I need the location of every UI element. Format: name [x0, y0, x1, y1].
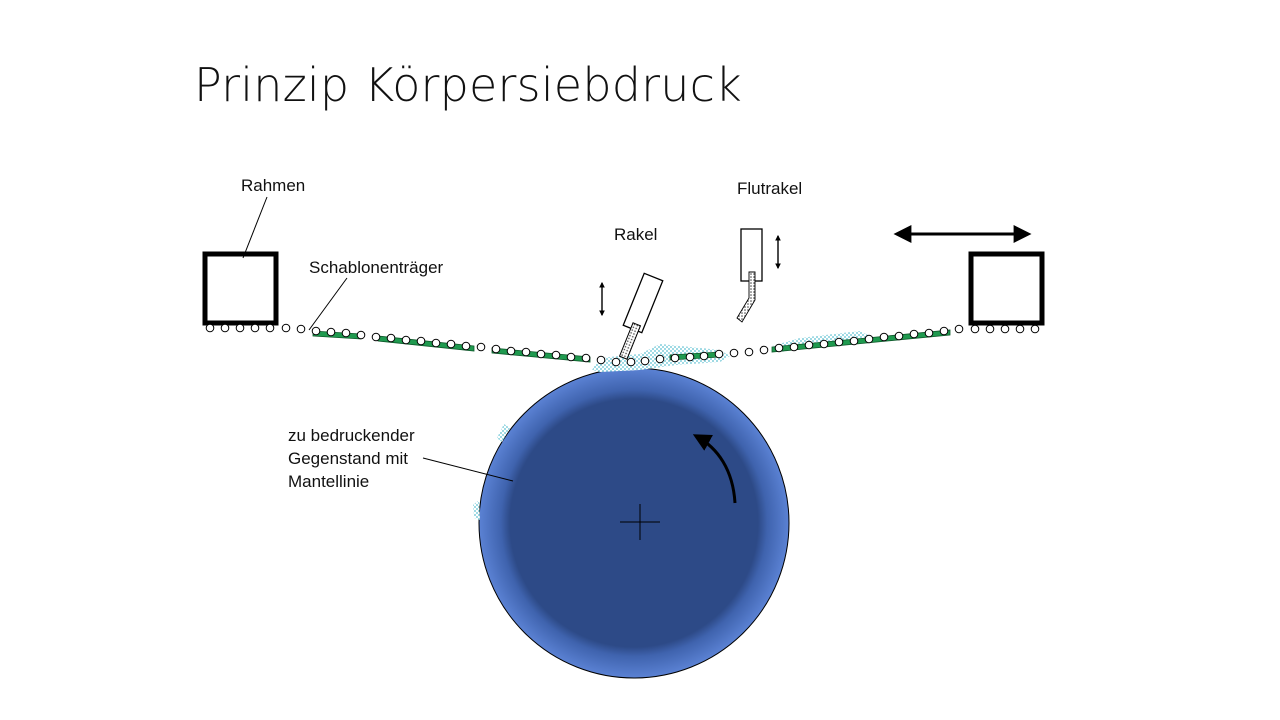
label-stencil-carrier: Schablonenträger	[309, 258, 444, 277]
stencil-carrier-dots	[205, 323, 1040, 367]
label-object-line2: Gegenstand mit	[288, 449, 408, 468]
label-flood-squeegee: Flutrakel	[737, 179, 802, 198]
flood-squeegee	[736, 228, 763, 323]
leader-line-object	[422, 457, 514, 482]
label-object-line3: Mantellinie	[288, 472, 369, 491]
crosshair-icon	[620, 504, 660, 540]
print-object-cylinder	[478, 367, 790, 679]
label-squeegee: Rakel	[614, 225, 657, 244]
frame-left	[202, 251, 279, 326]
leader-line-stencil-carrier	[308, 277, 348, 331]
slide-title: Prinzip Körpersiebdruck	[194, 58, 742, 112]
curved-arrow-icon	[692, 434, 737, 504]
leader-line-frame	[242, 196, 268, 259]
squeegee	[618, 272, 664, 360]
label-object-line1: zu bedruckender	[288, 426, 415, 445]
label-frame: Rahmen	[241, 176, 305, 195]
frame-right	[968, 251, 1045, 326]
